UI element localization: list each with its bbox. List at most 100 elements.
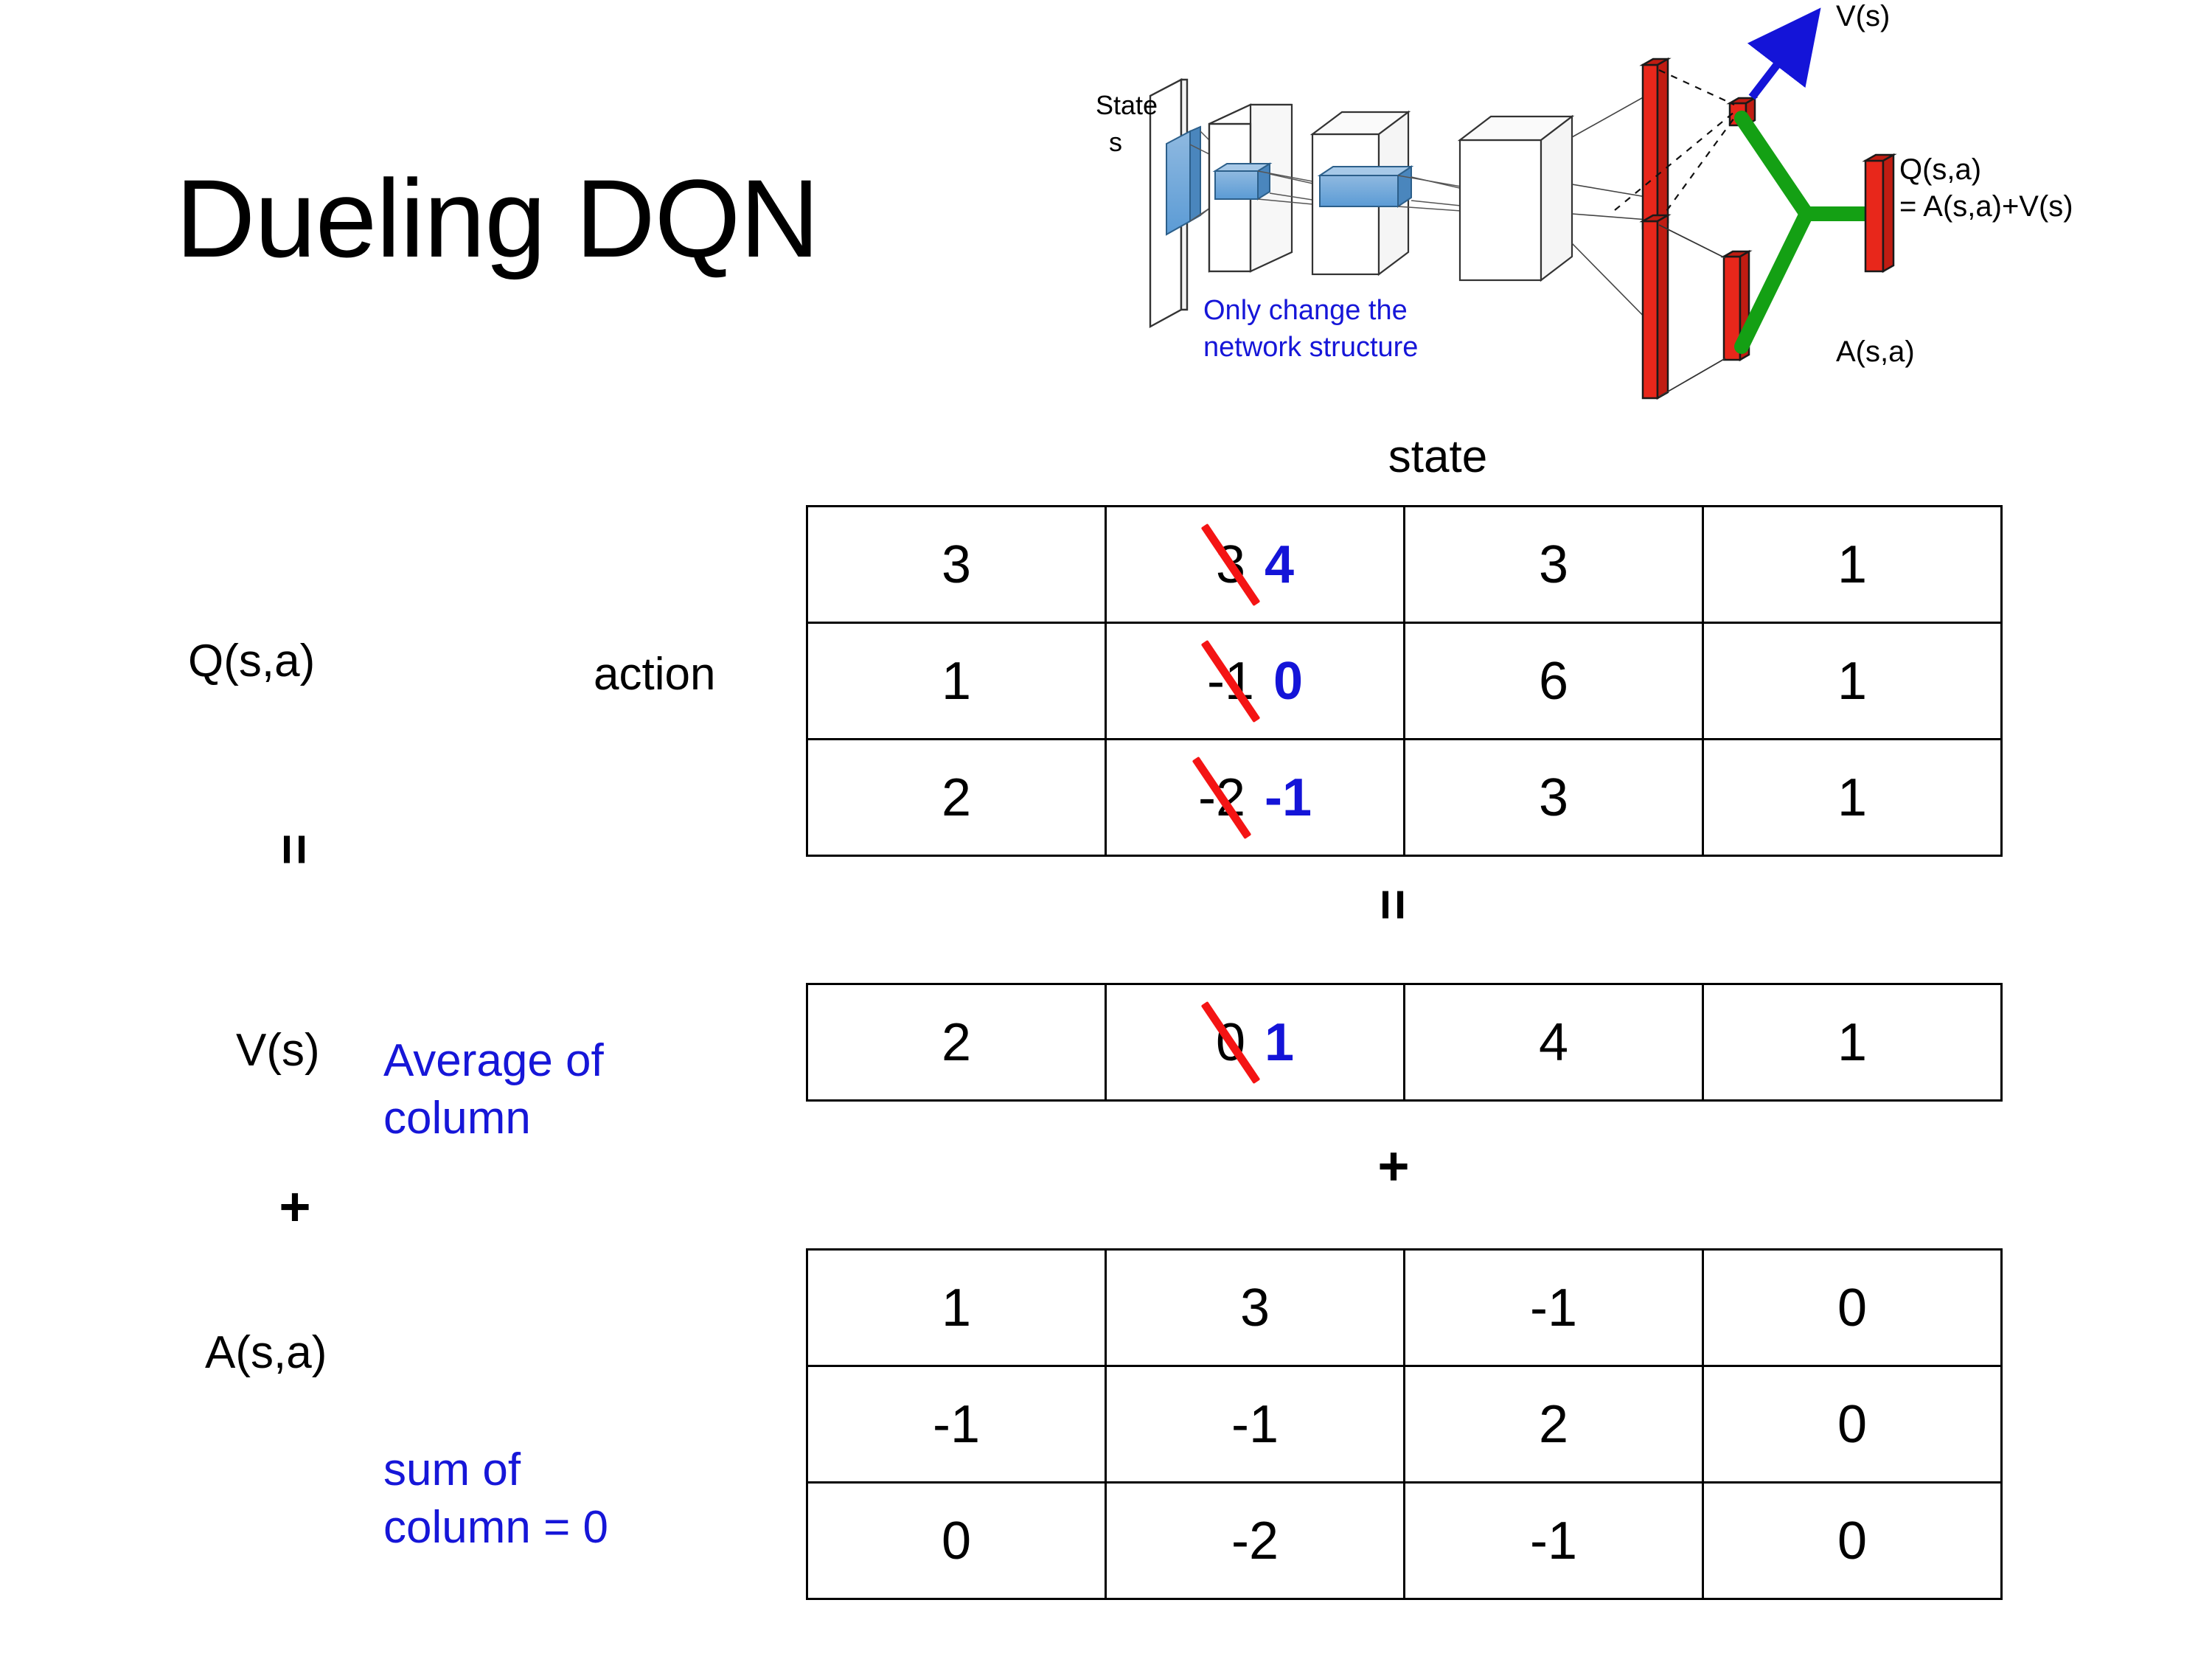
sum-of-column-note: sum of column = 0 (383, 1441, 796, 1556)
corrected-new-value: 1 (1265, 1012, 1295, 1072)
table-cell: 0 (1702, 1481, 2003, 1600)
table-cell: 1 (1702, 983, 2003, 1102)
table-cell: 0 (1702, 1365, 2003, 1484)
diagram-note-line2: network structure (1203, 332, 1419, 363)
cell-value: 0 (1837, 1394, 1868, 1454)
average-of-column-note: Average of column (383, 1032, 767, 1147)
table-cell: 3 (806, 505, 1107, 624)
cell-value: -1 (932, 1394, 981, 1454)
cell-value: 1 (941, 1278, 972, 1338)
strikethrough-icon (1200, 639, 1261, 723)
cell-value: 2 (941, 768, 972, 827)
sum-note-line1: sum of (383, 1444, 521, 1495)
equals-glyph-mid: = (1363, 888, 1425, 921)
table-cell: 1 (806, 622, 1107, 740)
corrected-new-value: 0 (1273, 651, 1304, 711)
state-axis-label: state (1388, 431, 1488, 482)
sum-note-line2: column = 0 (383, 1501, 609, 1553)
cell-value: 3 (1239, 1278, 1270, 1338)
table-cell: 3 (1403, 505, 1704, 624)
cell-value: 1 (941, 651, 972, 711)
table-cell: 1 (806, 1248, 1107, 1367)
diagram-output-label-sum: = A(s,a)+V(s) (1899, 190, 2073, 223)
corrected-new-value: -1 (1265, 768, 1312, 827)
table-row: 2 -2-1 3 1 (806, 738, 2003, 857)
diagram-input-label-s: s (1109, 127, 1122, 157)
table-cell: -1 (1105, 1365, 1405, 1484)
cell-value: -1 (1529, 1278, 1578, 1338)
table-cell: 0 (806, 1481, 1107, 1600)
strikethrough-icon (1192, 756, 1252, 839)
equals-operator-mid: = (1360, 877, 1427, 932)
table-row: 1 3 -1 0 (806, 1248, 2003, 1367)
cell-value: 4 (1538, 1012, 1569, 1072)
a-function-label: A(s,a) (205, 1327, 327, 1378)
table-cell: 2 (806, 983, 1107, 1102)
cell-value: 6 (1538, 651, 1569, 711)
table-row: 0 -2 -1 0 (806, 1481, 2003, 1600)
equals-glyph-left: = (265, 833, 326, 866)
cell-value: -2 (1231, 1511, 1279, 1571)
q-function-label: Q(s,a) (188, 636, 316, 686)
diagram-output-label-q: Q(s,a) (1899, 153, 1982, 186)
table-row: -1 -1 2 0 (806, 1365, 2003, 1484)
struck-old-value: -2 (1192, 756, 1252, 839)
action-axis-label: action (594, 649, 716, 700)
v-function-label: V(s) (236, 1025, 320, 1076)
edited-cell: -2-1 (1192, 756, 1312, 839)
diagram-note-line1: Only change the (1203, 295, 1408, 326)
cell-value: -1 (1529, 1511, 1578, 1571)
table-cell: -1 (1403, 1248, 1704, 1367)
cell-value: 2 (941, 1012, 972, 1072)
cell-value: 0 (1837, 1511, 1868, 1571)
plus-operator-left: + (279, 1176, 311, 1237)
table-cell: -2-1 (1105, 738, 1405, 857)
struck-old-value: 0 (1200, 1001, 1261, 1084)
page-title: Dueling DQN (175, 156, 820, 280)
cell-value: 3 (941, 535, 972, 594)
a-value-table: 1 3 -1 0 -1 -1 2 0 0 -2 -1 0 (806, 1248, 2003, 1600)
average-note-line1: Average of (383, 1035, 604, 1086)
strikethrough-icon (1200, 1001, 1261, 1084)
table-cell: -1 (806, 1365, 1107, 1484)
table-cell: 0 (1702, 1248, 2003, 1367)
average-note-line2: column (383, 1092, 531, 1144)
diagram-advantage-label: A(s,a) (1836, 335, 1915, 368)
table-cell: -2 (1105, 1481, 1405, 1600)
cell-value: 3 (1538, 535, 1569, 594)
table-cell: 6 (1403, 622, 1704, 740)
cell-value: 0 (941, 1511, 972, 1571)
struck-old-value: -1 (1200, 639, 1261, 723)
cell-value: 1 (1837, 768, 1868, 827)
table-cell: 4 (1403, 983, 1704, 1102)
table-cell: 3 (1105, 1248, 1405, 1367)
plus-operator-mid: + (1377, 1135, 1410, 1197)
cell-value: 1 (1837, 1012, 1868, 1072)
table-cell: -1 (1403, 1481, 1704, 1600)
diagram-input-label-state: State (1096, 90, 1158, 120)
table-cell: 2 (806, 738, 1107, 857)
table-cell: 1 (1702, 622, 2003, 740)
dueling-network-diagram: State s Only change the network structur… (1096, 0, 2212, 413)
cell-value: 3 (1538, 768, 1569, 827)
table-cell: 2 (1403, 1365, 1704, 1484)
struck-old-value: 3 (1200, 523, 1261, 606)
corrected-new-value: 4 (1265, 535, 1295, 594)
diagram-value-label: V(s) (1836, 0, 1891, 32)
table-cell: 1 (1702, 505, 2003, 624)
cell-value: 0 (1837, 1278, 1868, 1338)
table-cell: 3 (1403, 738, 1704, 857)
cell-value: -1 (1231, 1394, 1279, 1454)
strikethrough-icon (1200, 523, 1261, 606)
